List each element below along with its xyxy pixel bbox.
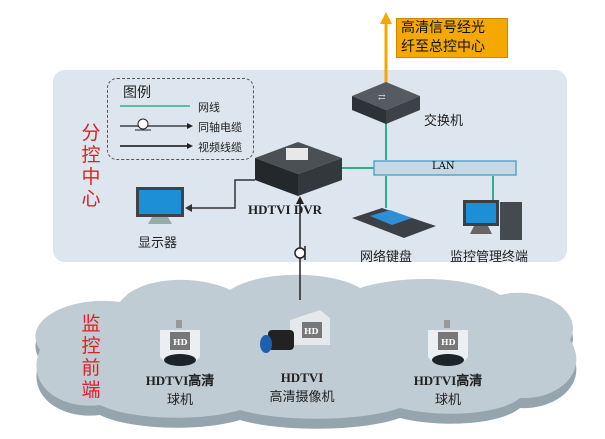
bullet-camera-icon: HD [260, 310, 330, 353]
terminal-label: 监控管理终端 [450, 250, 529, 265]
legend-coax-icon [137, 118, 149, 130]
camera-label: HDTVI 高清摄像机 [269, 370, 335, 405]
keyboard-icon [352, 208, 436, 238]
legend-title: 图例 [123, 85, 151, 101]
frontend-title: 监 控 前 端 [81, 313, 101, 401]
lan-bar [373, 160, 517, 176]
legend-label-video: 视频线缆 [198, 141, 242, 154]
dome-camera-icon: HD [428, 320, 468, 366]
monitor-icon [136, 187, 184, 224]
uplink-arrow-icon [380, 12, 392, 24]
keyboard-label: 网络键盘 [360, 250, 413, 265]
video-arrow-icon [185, 204, 192, 212]
lan-label: LAN [432, 161, 455, 172]
dome-camera-icon: HD [160, 320, 200, 366]
svg-text:HD: HD [304, 326, 319, 336]
uplink-label-line1: 高清信号经光 [401, 20, 485, 36]
svg-text:⇄: ⇄ [378, 93, 386, 103]
legend-label-coax: 同轴电缆 [198, 121, 242, 134]
lan-cables [340, 112, 494, 208]
frontend-cloud [35, 274, 577, 429]
legend-label-network-cable: 网线 [198, 101, 220, 114]
branch-center-title: 分 控 中 心 [81, 122, 101, 210]
video-cable [192, 179, 255, 209]
dvr-label: HDTVI DVR [248, 202, 323, 217]
uplink-label-line2: 纤至总控中心 [401, 39, 485, 55]
dvr-icon [255, 142, 342, 196]
camera-label: HDTVI高清 球机 [145, 373, 215, 408]
svg-text:HD: HD [173, 337, 188, 347]
uplink-label-box: 高清信号经光 纤至总控中心 [396, 18, 508, 58]
monitor-label: 显示器 [138, 236, 178, 251]
camera-label: HDTVI高清 球机 [413, 373, 483, 408]
switch-icon: ⇄ [352, 82, 420, 124]
svg-text:HD: HD [441, 337, 456, 347]
switch-label: 交换机 [424, 114, 464, 129]
legend-box [107, 78, 254, 160]
terminal-icon [463, 200, 522, 240]
coax-connector-icon [294, 247, 306, 259]
